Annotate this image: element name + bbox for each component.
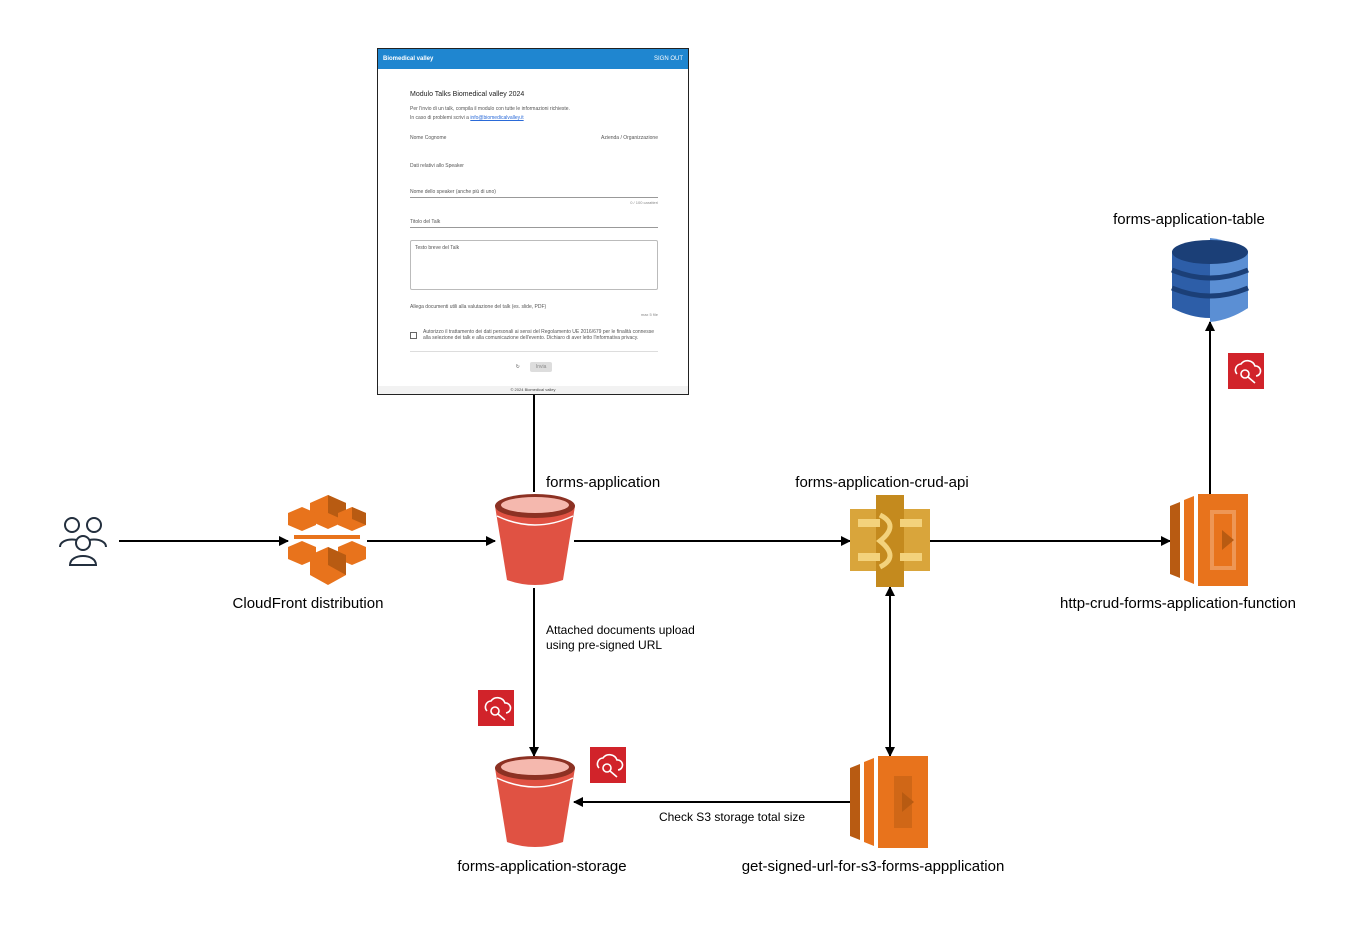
table-label: forms-application-table bbox=[1113, 211, 1265, 228]
form-footer: © 2024 Biomedical valley bbox=[378, 386, 688, 394]
form-intro-text: In caso di problemi scrivi a bbox=[410, 115, 469, 121]
cloudfront-icon bbox=[288, 495, 366, 585]
form-intro-line1: Per l'invio di un talk, compila il modul… bbox=[410, 106, 570, 112]
form-counter-1: 0 / 100 caratteri bbox=[630, 200, 658, 205]
form-field-name[interactable]: Nome Cognome bbox=[410, 135, 447, 141]
form-row-name-company: Nome Cognome Azienda / Organizzazione bbox=[410, 135, 658, 141]
cloudfront-label: CloudFront distribution bbox=[232, 595, 384, 612]
iam-role-icon bbox=[478, 690, 514, 726]
refresh-icon[interactable]: ↻ bbox=[515, 364, 520, 370]
crud-api-label: forms-application-crud-api bbox=[795, 474, 969, 491]
signed-url-function-label: get-signed-url-for-s3-forms-appplication bbox=[741, 858, 1005, 875]
form-submit-button[interactable]: Invia bbox=[529, 362, 553, 372]
iam-role-icon bbox=[1228, 353, 1264, 389]
users-icon bbox=[59, 517, 107, 566]
form-screenshot: Biomedical valley SIGN OUT Modulo Talks … bbox=[377, 48, 689, 395]
form-section-speaker: Dati relativi allo Speaker bbox=[410, 163, 464, 169]
form-brand: Biomedical valley bbox=[383, 56, 434, 62]
lambda-icon bbox=[850, 756, 928, 848]
form-consent: Autorizzo il trattamento dei dati person… bbox=[410, 329, 658, 341]
storage-label: forms-application-storage bbox=[457, 858, 627, 875]
s3-bucket-icon bbox=[495, 756, 575, 847]
api-gateway-icon bbox=[850, 495, 930, 587]
s3-bucket-icon bbox=[495, 494, 575, 585]
form-intro-line2: In caso di problemi scrivi a info@biomed… bbox=[410, 115, 658, 121]
iam-role-icon bbox=[590, 747, 626, 783]
form-field-company[interactable]: Azienda / Organizzazione bbox=[601, 135, 658, 141]
edge-label-upload-line1: Attached documents upload bbox=[546, 623, 695, 637]
edge-label-storage-check: Check S3 storage total size bbox=[658, 810, 806, 824]
form-field-attach[interactable]: Allega documenti utili alla valutazione … bbox=[410, 304, 547, 310]
form-field-title[interactable]: Titolo del Talk bbox=[410, 219, 658, 228]
form-signout[interactable]: SIGN OUT bbox=[653, 56, 683, 62]
forms-application-label: forms-application bbox=[546, 474, 661, 491]
form-field-abstract[interactable]: Testo breve del Talk bbox=[410, 240, 658, 290]
form-header-bar: Biomedical valley SIGN OUT bbox=[378, 49, 688, 69]
dynamodb-icon bbox=[1171, 238, 1249, 322]
form-separator bbox=[410, 351, 658, 352]
form-field-speakers[interactable]: Nome dello speaker (anche più di uno) bbox=[410, 189, 658, 198]
crud-function-label: http-crud-forms-application-function bbox=[1060, 595, 1296, 612]
form-consent-text: Autorizzo il trattamento dei dati person… bbox=[423, 329, 654, 341]
connectors bbox=[119, 321, 1215, 807]
form-intro-link[interactable]: info@biomedicalvalley.it bbox=[470, 115, 524, 121]
form-consent-checkbox[interactable] bbox=[410, 332, 417, 339]
lambda-icon bbox=[1170, 494, 1248, 586]
form-buttons: ↻ Invia bbox=[410, 362, 658, 372]
form-body: Modulo Talks Biomedical valley 2024 Per … bbox=[378, 69, 688, 372]
form-counter-2: max 5 file bbox=[640, 312, 658, 317]
form-title: Modulo Talks Biomedical valley 2024 bbox=[410, 91, 525, 98]
edge-label-upload-line2: using pre-signed URL bbox=[546, 638, 663, 652]
edge-label-upload: Attached documents upload using pre-sign… bbox=[546, 623, 695, 653]
